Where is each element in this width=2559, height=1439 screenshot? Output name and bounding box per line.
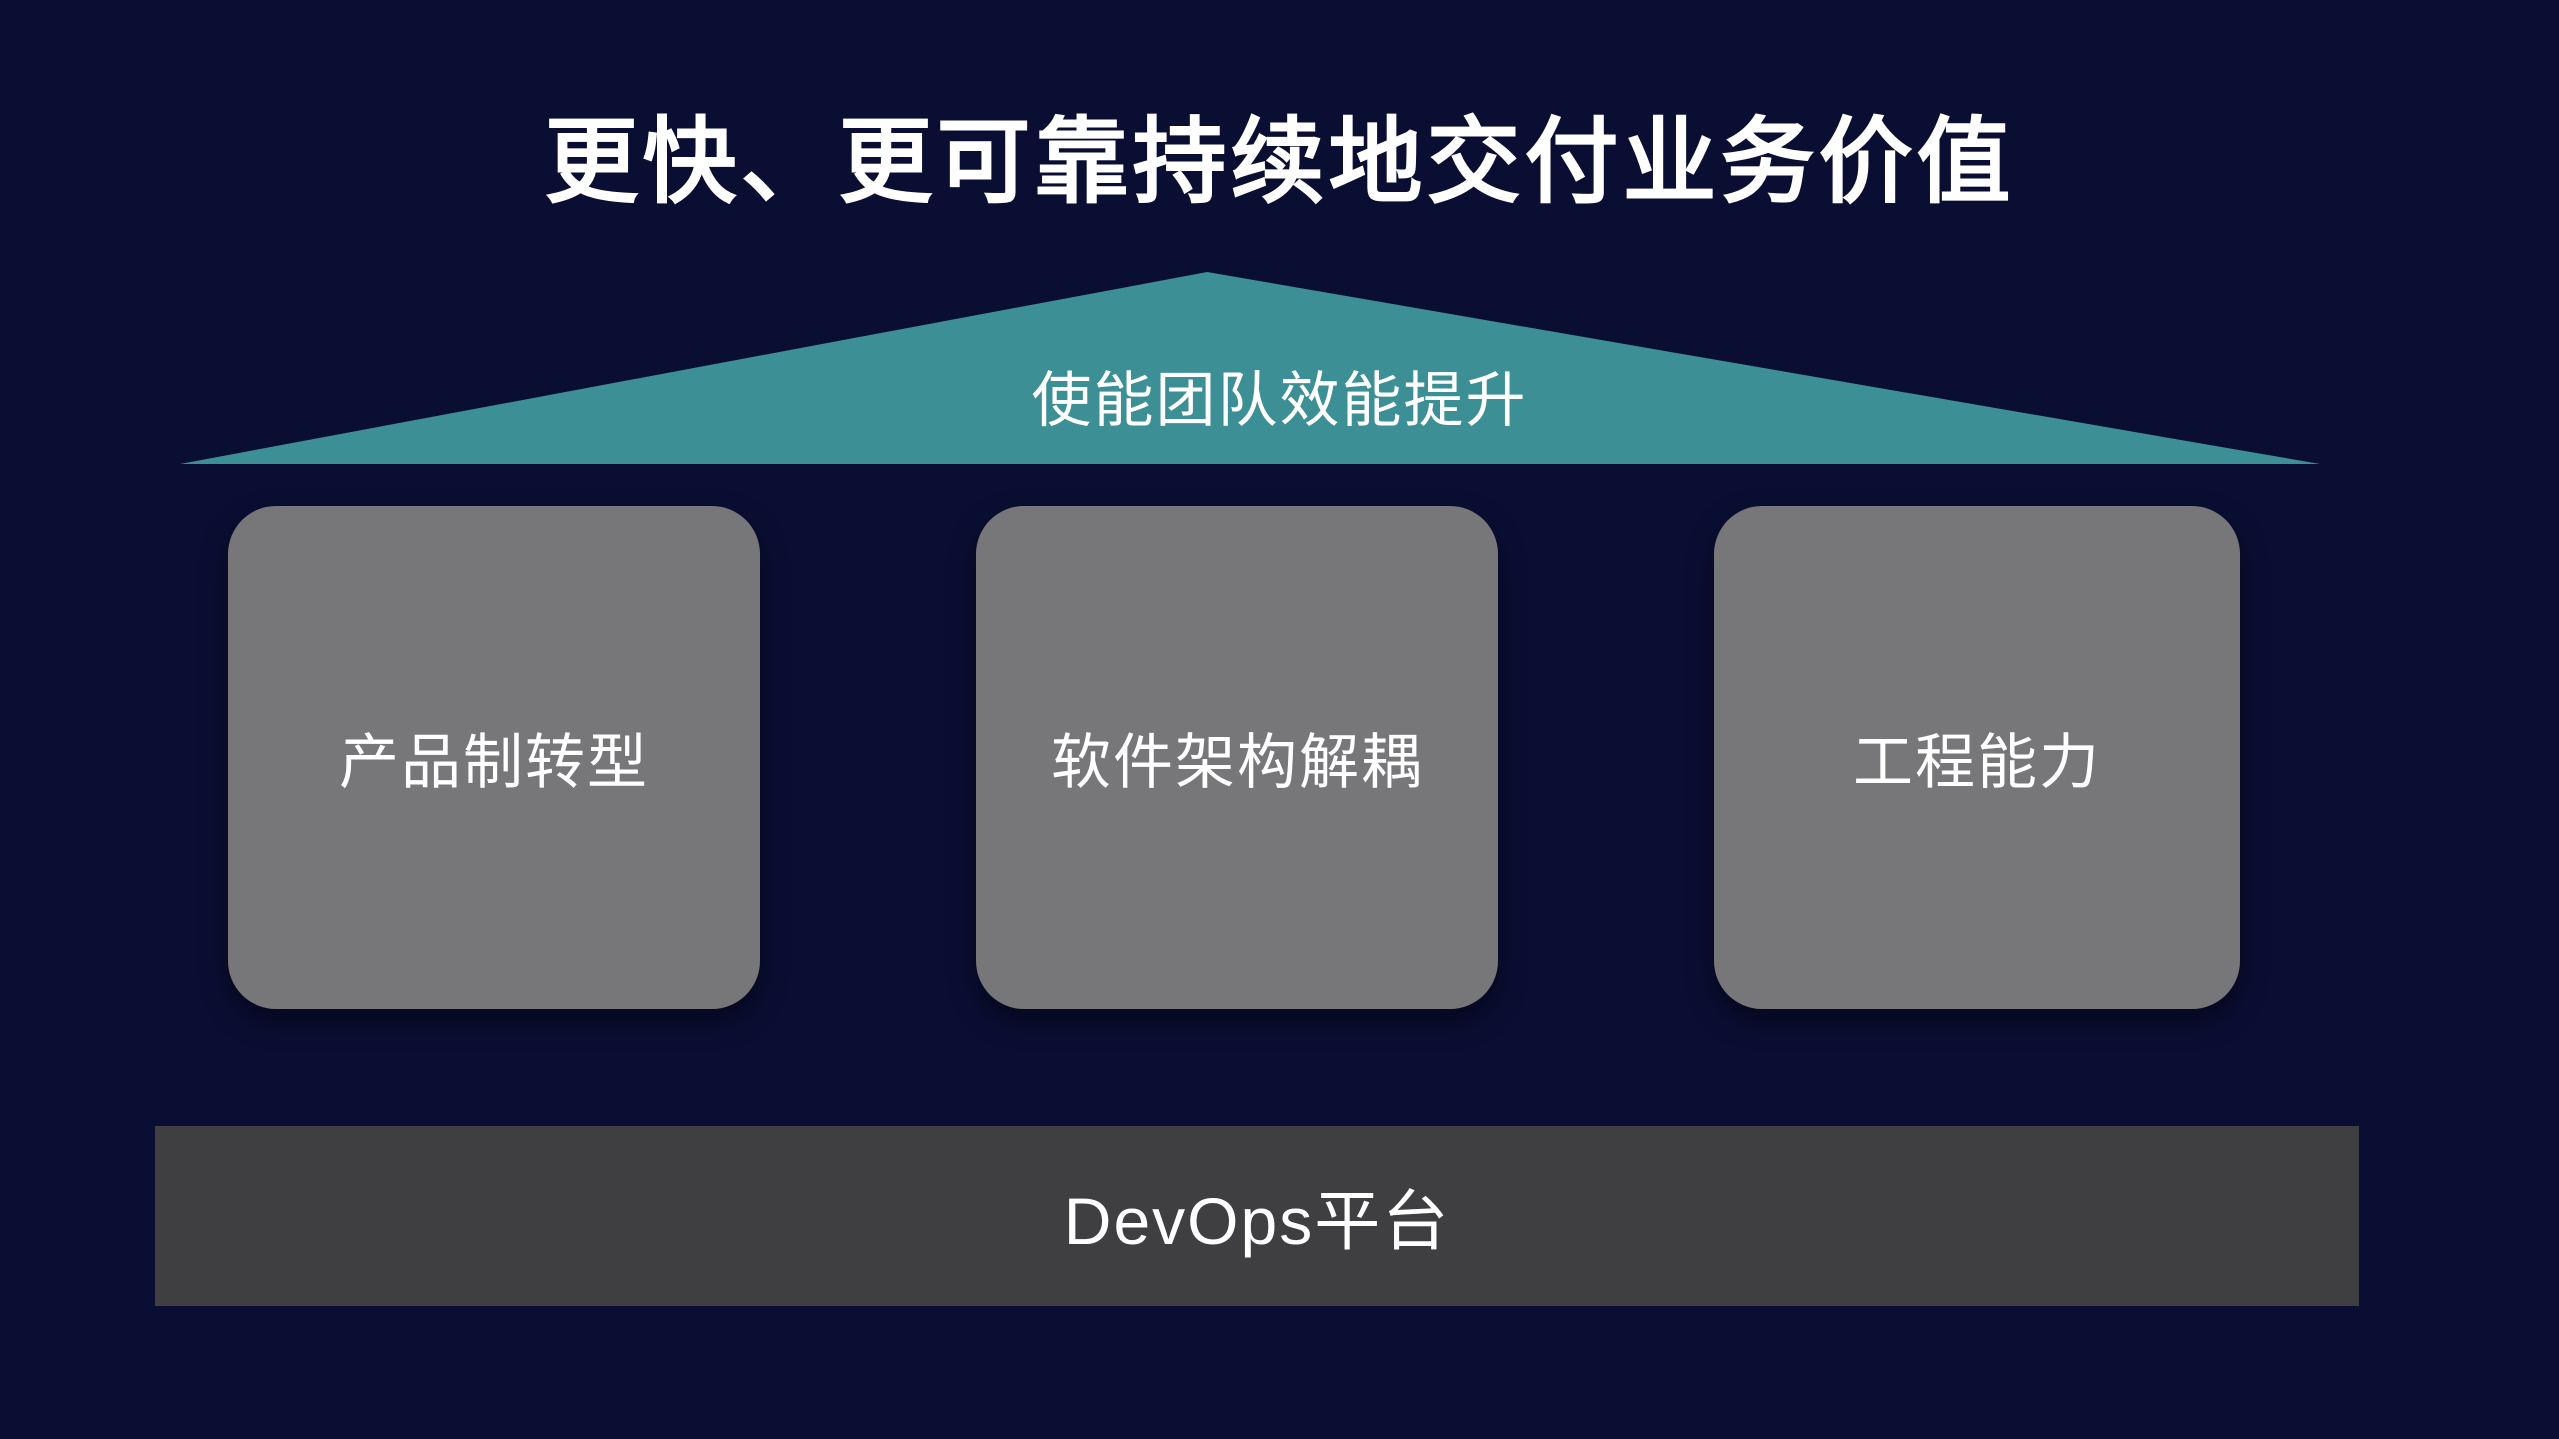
pillar-label-product: 产品制转型 [339, 729, 649, 796]
platform-bar: DevOps平台 [155, 1126, 2359, 1306]
slide-title: 更快、更可靠持续地交付业务价值 [544, 109, 2015, 214]
roof-label: 使能团队效能提升 [1031, 367, 1528, 434]
pillar-card-architecture: 软件架构解耦 [976, 506, 1498, 1009]
pillar-label-engineering: 工程能力 [1853, 729, 2101, 796]
pillar-card-engineering: 工程能力 [1714, 506, 2240, 1009]
pillar-card-product: 产品制转型 [228, 506, 760, 1009]
platform-label: DevOps平台 [1063, 1184, 1451, 1258]
pillar-label-architecture: 软件架构解耦 [1051, 729, 1423, 796]
